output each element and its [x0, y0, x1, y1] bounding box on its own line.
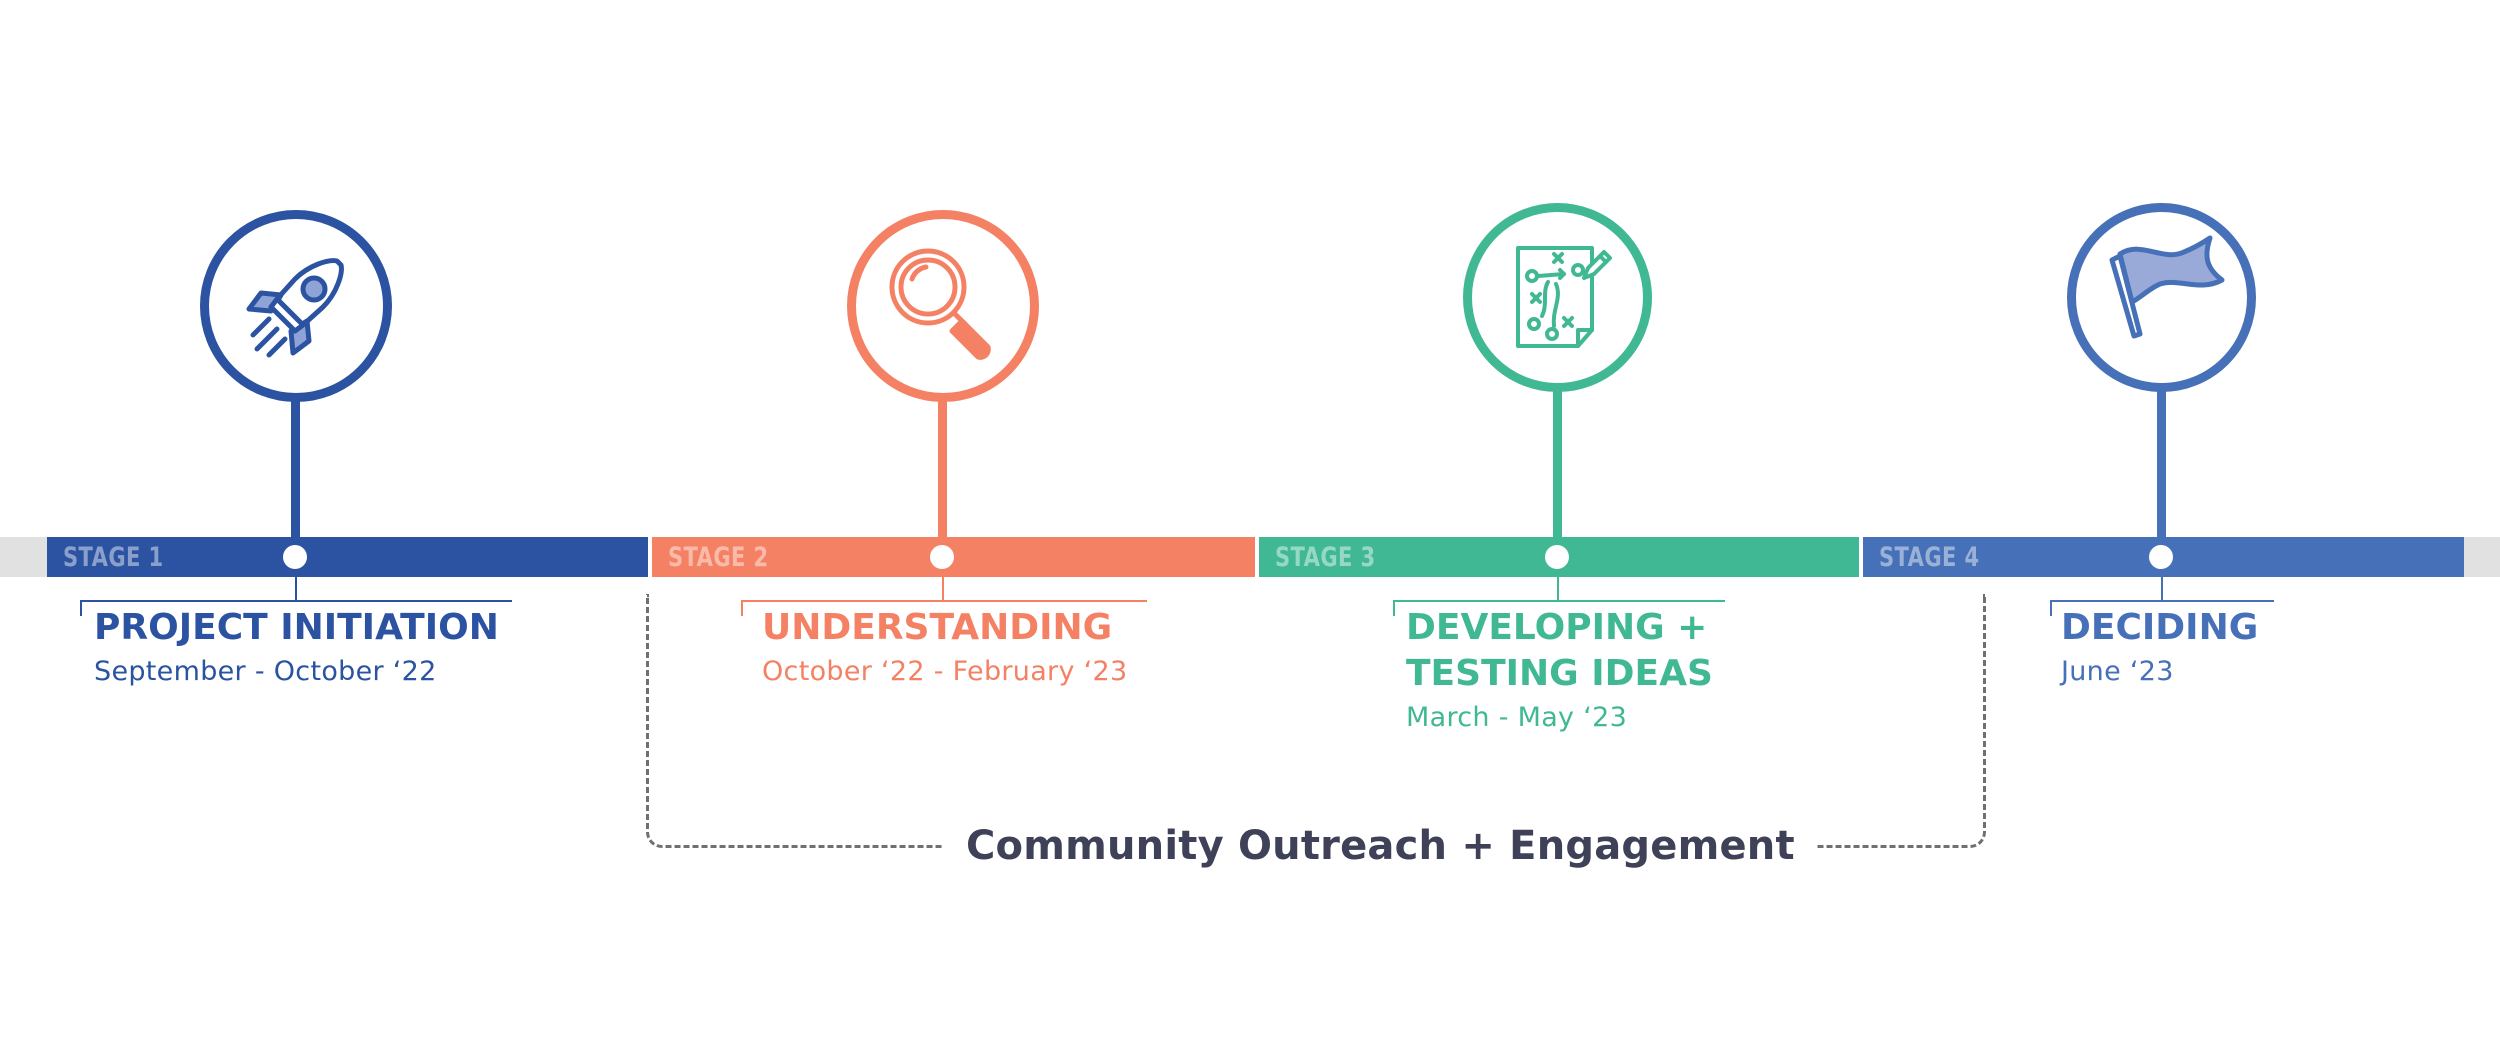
stage-1-bracket-tick	[295, 577, 297, 601]
outreach-dashed-bracket	[646, 594, 1986, 848]
stage-1-bracket	[80, 600, 512, 616]
track-left-end	[0, 537, 47, 577]
stage-2-bar: STAGE 2	[652, 537, 1255, 577]
stage-4-date: June ‘23	[2061, 656, 2174, 687]
stage-2-bracket-tick	[942, 577, 944, 601]
stage-1-date: September - October ‘22	[94, 656, 437, 687]
track-right-end	[2464, 537, 2500, 577]
stage-4-icon-circle	[2067, 203, 2256, 392]
magnifying-glass-icon	[889, 248, 991, 360]
stage-4-bracket-tick	[2161, 577, 2163, 601]
stage-2-label: STAGE 2	[668, 542, 769, 573]
stage-1-label: STAGE 1	[63, 542, 164, 573]
rocket-icon	[246, 258, 344, 358]
stage-3-title: DEVELOPING +	[1406, 607, 1708, 648]
stage-4-stem	[2157, 380, 2166, 548]
stage-3-icon-circle	[1463, 203, 1652, 392]
stage-2-marker-dot	[930, 545, 954, 569]
stage-3-stem	[1553, 380, 1562, 548]
stage-3-title-line2: TESTING IDEAS	[1406, 653, 1713, 694]
stage-4-title: DECIDING	[2061, 607, 2259, 648]
stage-3-bracket	[1393, 600, 1725, 616]
stage-1-marker-dot	[283, 545, 307, 569]
stage-2-bracket	[741, 600, 1147, 616]
stage-1-bar: STAGE 1	[47, 537, 648, 577]
stage-2-stem	[938, 388, 947, 548]
stage-3-marker-dot	[1545, 545, 1569, 569]
stage-4-bracket	[2050, 600, 2274, 616]
stage-3-date: March - May ‘23	[1406, 702, 1628, 733]
stage-2-title: UNDERSTANDING	[762, 607, 1113, 648]
stage-2-icon-circle	[847, 210, 1039, 402]
stage-4-marker-dot	[2149, 545, 2173, 569]
stage-3-label: STAGE 3	[1275, 542, 1376, 573]
stage-1-icon-circle	[200, 210, 392, 402]
stage-2-date: October ‘22 - February ‘23	[762, 656, 1128, 687]
strategy-plan-icon	[1516, 246, 1612, 348]
flag-icon	[2109, 235, 2225, 339]
stage-1-title: PROJECT INITIATION	[94, 607, 499, 648]
stage-4-label: STAGE 4	[1879, 542, 1980, 573]
stage-3-bar: STAGE 3	[1259, 537, 1859, 577]
stage-3-bracket-tick	[1557, 577, 1559, 601]
stage-1-stem	[291, 388, 300, 548]
outreach-label: Community Outreach + Engagement	[944, 823, 1817, 869]
